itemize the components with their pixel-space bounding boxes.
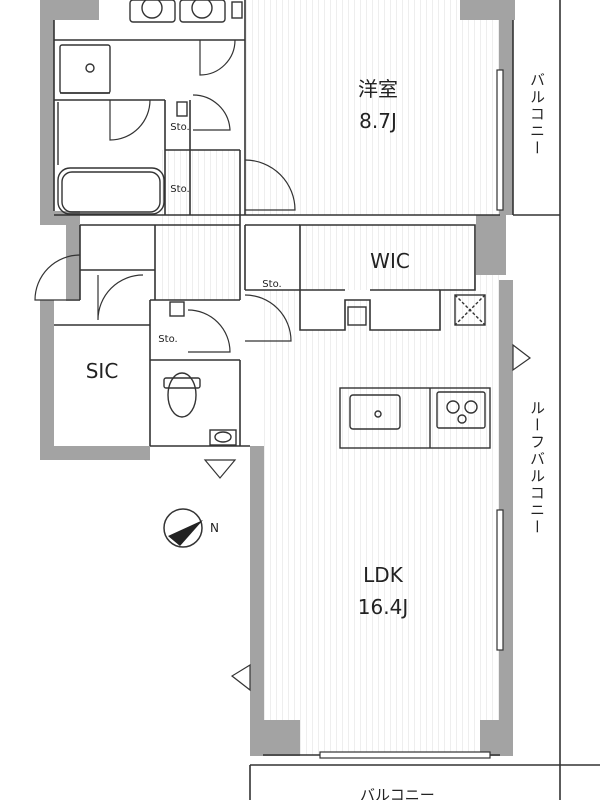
- windows: [319, 69, 504, 759]
- door-washroom: [199, 39, 236, 76]
- western-room-floor: [245, 0, 500, 215]
- kitchen-counter: [339, 387, 491, 449]
- door-shoe: [97, 274, 144, 321]
- door-bath: [109, 99, 151, 141]
- compass: N: [163, 508, 219, 548]
- door-corridor: [244, 294, 292, 342]
- roof-balcony-label: ルーフバルコニー: [528, 400, 546, 536]
- western-room-size: 8.7J: [359, 109, 397, 133]
- storage-label: Sto.: [158, 334, 177, 345]
- ldk-floor: [263, 260, 500, 755]
- compass-circle: [163, 508, 203, 548]
- toilet: [167, 372, 197, 418]
- east-balcony-label: バルコニー: [528, 72, 546, 157]
- door-ldk-entry: [203, 459, 237, 479]
- washer-right: [179, 0, 226, 23]
- bathtub: [61, 171, 161, 213]
- compass-label: N: [210, 521, 219, 535]
- partition-lines: [53, 0, 500, 756]
- fixtures: [57, 0, 491, 449]
- hand-sink: [209, 429, 237, 446]
- western-room-name: 洋室: [358, 77, 398, 101]
- storage-label: Sto.: [170, 122, 189, 133]
- ldk-name: LDK: [363, 563, 404, 587]
- ldk-size: 16.4J: [358, 595, 408, 619]
- range-hood: [454, 294, 486, 326]
- stove: [436, 391, 486, 429]
- door-swings: [34, 39, 532, 692]
- washer-left: [129, 0, 176, 23]
- compass-needle: [168, 520, 203, 546]
- wic-floor: [300, 225, 475, 290]
- door-ldk-side: [230, 663, 251, 692]
- kitchen-sink: [349, 394, 401, 430]
- door-roof-balcony: [512, 343, 532, 372]
- wic-label: WIC: [370, 249, 410, 273]
- door-sto-1: [192, 94, 231, 131]
- door-toilet: [187, 309, 231, 353]
- balcony-outlines: [249, 0, 600, 800]
- sic-label: SIC: [86, 359, 119, 383]
- door-western: [244, 159, 296, 211]
- washbasin: [59, 44, 111, 94]
- outlet-box: [231, 1, 243, 19]
- south-balcony-label: バルコニー: [360, 786, 435, 800]
- door-entrance-side: [34, 254, 81, 301]
- storage-label: Sto.: [262, 279, 281, 290]
- storage-label: Sto.: [170, 184, 189, 195]
